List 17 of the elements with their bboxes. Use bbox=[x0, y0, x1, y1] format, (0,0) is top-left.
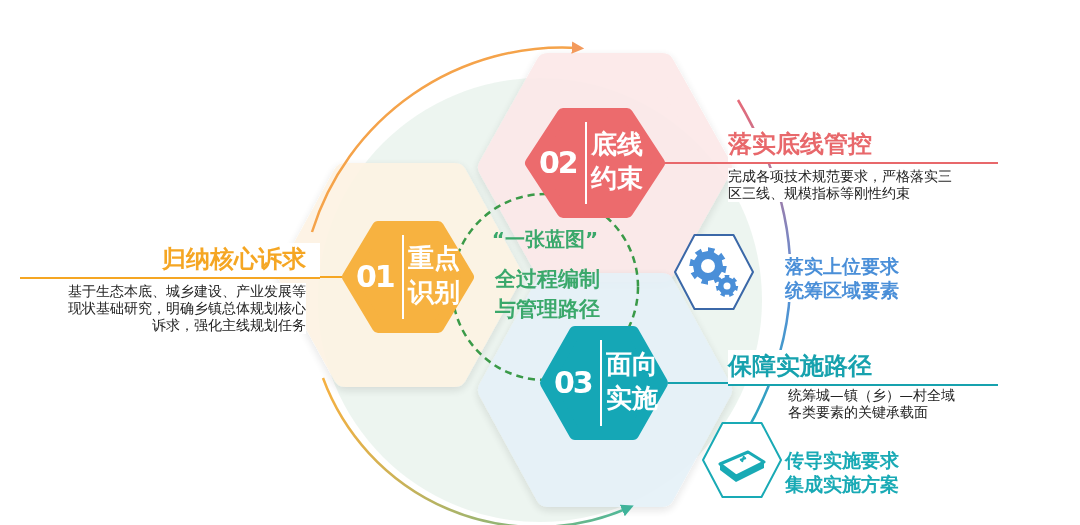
section-heading: 保障实施路径 bbox=[728, 350, 998, 386]
section-description: 基于生态本底、城乡建设、产业发展等现状基础研究，明确乡镇总体规划核心诉求，强化主线规划任务 bbox=[68, 283, 306, 334]
step-title: 重点识别 bbox=[408, 242, 460, 309]
connector-line bbox=[664, 162, 729, 164]
step-title: 底线约束 bbox=[591, 128, 643, 195]
feature-text: 传导实施要求集成实施方案 bbox=[785, 448, 899, 496]
section-heading: 落实底线管控 bbox=[728, 128, 998, 164]
section-heading: 归纳核心诉求 bbox=[20, 243, 320, 279]
center-subtitle: 全过程编制与管理路径 bbox=[493, 266, 601, 323]
step-title: 面向实施 bbox=[606, 348, 658, 415]
connector-line bbox=[667, 382, 729, 384]
center-title: “一张蓝图” bbox=[490, 226, 600, 253]
feature-text: 落实上位要求统筹区域要素 bbox=[785, 254, 899, 302]
connector-line bbox=[319, 276, 343, 278]
step-number: 02 bbox=[539, 145, 577, 180]
step-number: 03 bbox=[554, 365, 592, 400]
step-number: 01 bbox=[356, 259, 394, 294]
